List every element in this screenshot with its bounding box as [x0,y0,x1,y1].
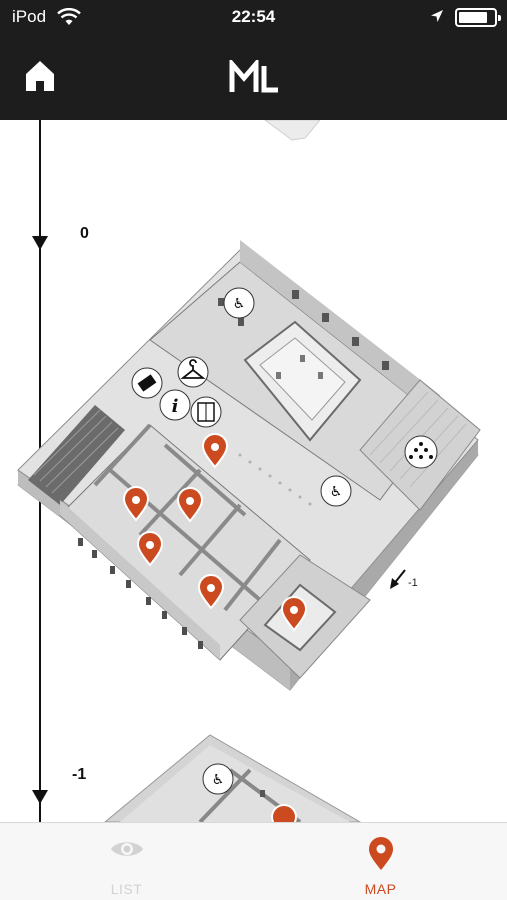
info-icon[interactable]: i [159,389,191,421]
status-time: 22:54 [231,7,276,26]
nav-bar [0,34,507,120]
svg-text:♿: ♿ [330,484,343,500]
floor-plan-3d: ♿ i ♿ [17,120,481,822]
stairs-down-arrow-icon [390,569,406,589]
tab-map[interactable]: MAP [254,823,507,900]
tab-map-label: MAP [364,881,397,897]
auditorium-icon[interactable] [404,435,438,469]
tab-list[interactable]: LIST [0,823,253,900]
level-0-building [17,240,481,691]
accessible-toilet-icon[interactable]: ♿ [202,763,234,795]
accessible-toilet-icon[interactable]: ♿ [320,475,352,507]
level-arrow-0 [32,236,48,250]
stairs-level-label: -1 [408,577,418,589]
map-view[interactable]: ♿ i ♿ [0,120,507,822]
cloakroom-icon[interactable] [177,356,209,388]
ticket-icon[interactable] [131,367,163,399]
accessible-toilet-icon[interactable]: ♿ [223,287,255,319]
location-arrow-icon [431,10,443,22]
elevator-icon[interactable] [190,396,222,428]
tab-bar: LIST MAP [0,822,507,900]
svg-text:♿: ♿ [212,772,225,788]
eye-icon [110,842,143,856]
map-pin[interactable] [270,804,298,822]
map-pin-icon [368,837,393,870]
tab-list-label: LIST [110,881,143,897]
battery-icon [455,8,501,27]
status-bar: iPod 22:54 [0,0,507,34]
carrier-label: iPod [12,7,47,26]
level-label-0: 0 [80,225,89,242]
home-icon[interactable] [24,59,56,93]
level-label-minus1: -1 [72,766,87,783]
level-arrow-minus1 [32,790,48,804]
svg-text:i: i [172,396,179,417]
svg-text:♿: ♿ [233,296,246,312]
ml-logo [229,60,278,93]
wifi-icon [57,8,81,25]
